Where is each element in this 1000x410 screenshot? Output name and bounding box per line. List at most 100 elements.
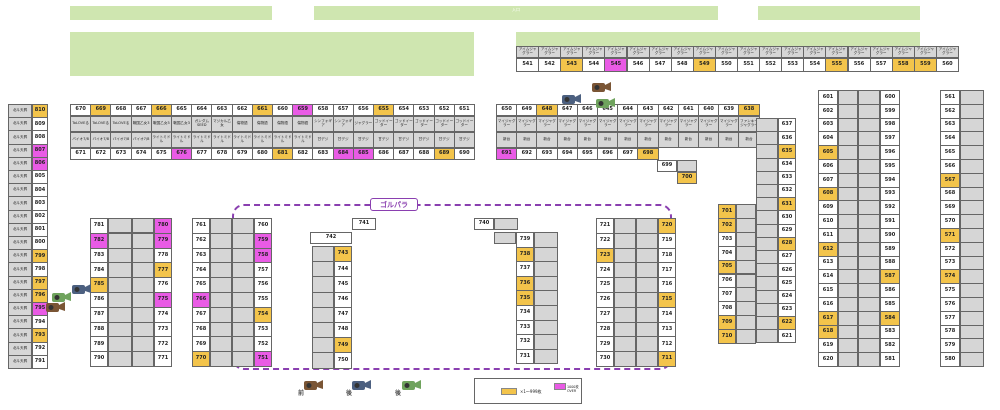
- machine-name-b739-2[interactable]: [534, 261, 558, 277]
- machine-name-r541-16[interactable]: アイムジャグラー: [869, 46, 893, 58]
- machine-772[interactable]: 772: [154, 336, 172, 353]
- machine-name-b780-6[interactable]: [132, 306, 154, 323]
- machine-name-b601-19[interactable]: [838, 352, 858, 367]
- machine-616[interactable]: 616: [818, 297, 838, 312]
- machine-name-b637-16[interactable]: [756, 329, 778, 344]
- machine-733[interactable]: 733: [516, 319, 534, 336]
- machine-name-b739-1[interactable]: [534, 246, 558, 263]
- machine-name-b601-8[interactable]: [838, 200, 858, 216]
- machine-807[interactable]: 807: [32, 143, 48, 158]
- machine-703[interactable]: 703: [718, 231, 736, 247]
- machine-731[interactable]: 731: [516, 348, 534, 365]
- machine-775[interactable]: 775: [154, 292, 172, 308]
- machine-778[interactable]: 778: [154, 247, 172, 264]
- machine-745[interactable]: 745: [334, 276, 352, 293]
- machine-name-b739-4[interactable]: [534, 290, 558, 306]
- machine-685[interactable]: 685: [352, 148, 374, 160]
- machine-name-b721-7[interactable]: [614, 321, 636, 338]
- machine-602[interactable]: 602: [818, 103, 838, 119]
- machine-name-b561-10[interactable]: [960, 228, 984, 243]
- machine-name-b761-9[interactable]: [210, 351, 232, 367]
- machine-562[interactable]: 562: [940, 103, 960, 119]
- machine-696[interactable]: 696: [597, 148, 619, 160]
- machine-663[interactable]: 663: [211, 104, 233, 116]
- machine-631[interactable]: 631: [778, 197, 796, 212]
- machine-769[interactable]: 769: [192, 336, 210, 353]
- machine-name-b742-0[interactable]: [312, 246, 334, 263]
- machine-name-b760-6[interactable]: [232, 306, 254, 323]
- machine-name-r541-18[interactable]: アイムジャグラー: [913, 46, 937, 58]
- machine-name-739[interactable]: [494, 232, 516, 244]
- machine-name-b600-9[interactable]: [858, 214, 880, 229]
- machine-803[interactable]: 803: [32, 196, 48, 211]
- machine-736[interactable]: 736: [516, 275, 534, 292]
- machine-name-b637-8[interactable]: [756, 223, 778, 238]
- machine-name-r541-13[interactable]: アイムジャグラー: [803, 46, 827, 58]
- machine-750[interactable]: 750: [334, 352, 352, 369]
- machine-791[interactable]: 791: [32, 354, 48, 369]
- machine-name-b780-7[interactable]: [132, 321, 154, 338]
- machine-644[interactable]: 644: [617, 104, 639, 116]
- machine-579[interactable]: 579: [940, 338, 960, 354]
- machine-name-b781-8[interactable]: [108, 336, 132, 353]
- machine-name-b601-12[interactable]: [838, 255, 858, 271]
- machine-name-b701-2[interactable]: [736, 231, 756, 247]
- machine-name-r541-15[interactable]: アイムジャグラー: [847, 46, 871, 58]
- machine-name-b601-11[interactable]: [838, 241, 858, 257]
- machine-name-805[interactable]: 北斗天昇: [8, 170, 32, 185]
- machine-name-r671n-3[interactable]: バイオ7/8: [130, 132, 152, 148]
- machine-753[interactable]: 753: [254, 321, 272, 338]
- machine-name-r671n-4[interactable]: ライトミドル: [150, 132, 172, 148]
- machine-555[interactable]: 555: [825, 58, 849, 72]
- machine-name-b742-3[interactable]: [312, 291, 334, 308]
- machine-name-r541-0[interactable]: アイムジャグラー: [516, 46, 540, 58]
- machine-667[interactable]: 667: [130, 104, 152, 116]
- machine-name-b739-7[interactable]: [534, 334, 558, 350]
- machine-name-b561-18[interactable]: [960, 338, 984, 354]
- machine-754[interactable]: 754: [254, 306, 272, 323]
- machine-747[interactable]: 747: [334, 306, 352, 323]
- machine-752[interactable]: 752: [254, 336, 272, 353]
- machine-724[interactable]: 724: [596, 262, 614, 279]
- machine-591[interactable]: 591: [880, 214, 900, 229]
- machine-626[interactable]: 626: [778, 263, 796, 278]
- machine-name-b781-5[interactable]: [108, 292, 132, 308]
- machine-name-b600-18[interactable]: [858, 338, 880, 354]
- machine-581[interactable]: 581: [880, 352, 900, 367]
- machine-755[interactable]: 755: [254, 292, 272, 308]
- machine-name-r671n-9[interactable]: ライトミドル: [251, 132, 273, 148]
- machine-655[interactable]: 655: [373, 104, 395, 116]
- machine-551[interactable]: 551: [737, 58, 761, 72]
- machine-name-780[interactable]: [132, 218, 154, 233]
- machine-639[interactable]: 639: [718, 104, 740, 116]
- machine-583[interactable]: 583: [880, 324, 900, 340]
- machine-567[interactable]: 567: [940, 172, 960, 188]
- machine-name-r670n-0[interactable]: ToLOVEる: [70, 116, 92, 132]
- machine-613[interactable]: 613: [818, 255, 838, 271]
- machine-553[interactable]: 553: [781, 58, 805, 72]
- machine-651[interactable]: 651: [453, 104, 475, 116]
- machine-718[interactable]: 718: [658, 247, 676, 264]
- machine-576[interactable]: 576: [940, 297, 960, 312]
- machine-name-r671n-11[interactable]: ライトミドル: [292, 132, 314, 148]
- machine-683[interactable]: 683: [312, 148, 334, 160]
- machine-name-b760-5[interactable]: [232, 292, 254, 308]
- machine-617[interactable]: 617: [818, 310, 838, 326]
- machine-name-b721-6[interactable]: [614, 306, 636, 323]
- machine-757[interactable]: 757: [254, 262, 272, 279]
- machine-name-791[interactable]: 北斗天昇: [8, 354, 32, 369]
- machine-name-r650n-4[interactable]: マイジャグラー: [576, 116, 598, 132]
- machine-name-b701-8[interactable]: [736, 315, 756, 331]
- machine-676[interactable]: 676: [171, 148, 193, 160]
- machine-name-b561-17[interactable]: [960, 324, 984, 340]
- machine-605[interactable]: 605: [818, 145, 838, 160]
- machine-601[interactable]: 601: [818, 90, 838, 105]
- machine-name-r671n-5[interactable]: ライトミドル: [171, 132, 193, 148]
- machine-603[interactable]: 603: [818, 117, 838, 133]
- machine-name-b721-8[interactable]: [614, 336, 636, 353]
- machine-name-b781-9[interactable]: [108, 351, 132, 367]
- machine-598[interactable]: 598: [880, 117, 900, 133]
- machine-name-800[interactable]: 北斗天昇: [8, 236, 32, 251]
- machine-742[interactable]: 742: [310, 232, 352, 244]
- machine-name-b720-8[interactable]: [636, 336, 658, 353]
